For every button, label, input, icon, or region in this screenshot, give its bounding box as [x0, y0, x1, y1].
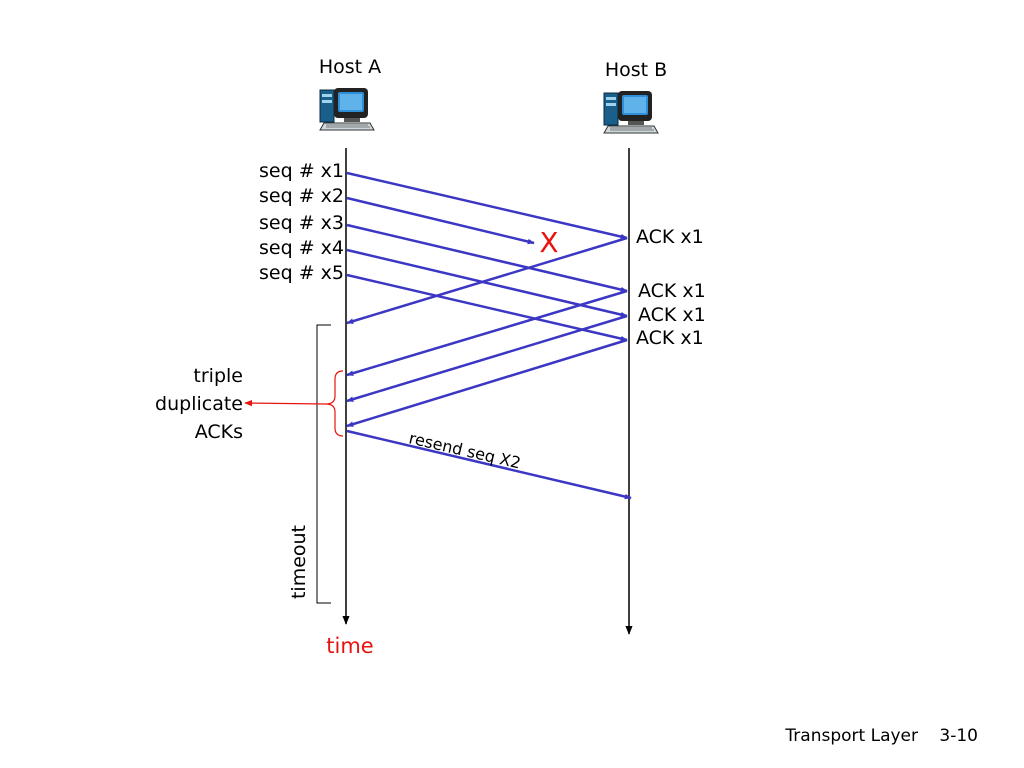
triple-dup-line3: ACKs [195, 421, 243, 443]
seq-label-x3: seq # x3 [259, 212, 344, 234]
triple-dup-pointer [244, 399, 327, 407]
seq-label-x5: seq # x5 [259, 262, 344, 284]
timeout-label: timeout [288, 525, 310, 599]
segment-arrow-x5 [346, 273, 628, 342]
host-a-label: Host A [319, 56, 381, 78]
seq-label-x2: seq # x2 [259, 185, 344, 207]
ack-label-1: ACK x1 [636, 226, 704, 248]
segment-arrow-x3 [346, 223, 628, 293]
timeout-bracket [316, 324, 331, 604]
computer-icon [319, 88, 375, 131]
computer-icon [603, 91, 659, 134]
host-b-label: Host B [605, 59, 667, 81]
triple-dup-line1: triple [193, 365, 243, 387]
ack-label-3: ACK x1 [638, 304, 706, 326]
resend-arrow [346, 429, 632, 500]
triple-dup-line2: duplicate [155, 393, 243, 415]
ack-arrow-1 [346, 236, 628, 325]
ack-arrow-3 [346, 314, 628, 403]
ack-arrow-4 [346, 338, 628, 428]
footer-page: 3-10 [939, 726, 978, 746]
time-label: time [326, 634, 373, 658]
seq-label-x1: seq # x1 [259, 160, 344, 182]
segment-arrow-x2-lost [346, 196, 535, 245]
segment-arrow-x1 [346, 171, 628, 240]
loss-mark: X [539, 226, 558, 259]
footer-section: Transport Layer [784, 726, 918, 746]
seq-label-x4: seq # x4 [259, 237, 344, 259]
ack-arrow-2 [346, 289, 628, 377]
resend-label: resend seq X2 [407, 428, 523, 472]
ack-label-4: ACK x1 [636, 327, 704, 349]
ack-label-2: ACK x1 [638, 280, 706, 302]
triple-dup-brace [325, 370, 344, 437]
segment-arrow-x4 [346, 248, 628, 318]
